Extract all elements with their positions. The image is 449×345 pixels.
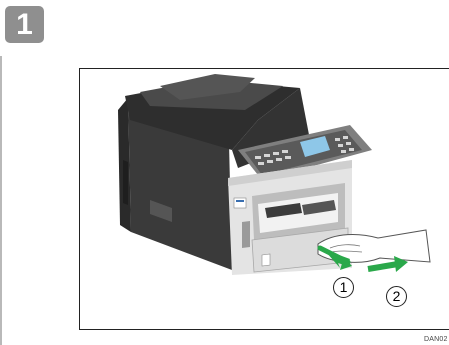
marker-2-label: 2 [393, 288, 401, 304]
marker-1-label: 1 [340, 279, 348, 295]
figure-code: DAN02 [424, 336, 448, 343]
marker-1: 1 [333, 277, 354, 298]
marker-2: 2 [386, 286, 407, 307]
